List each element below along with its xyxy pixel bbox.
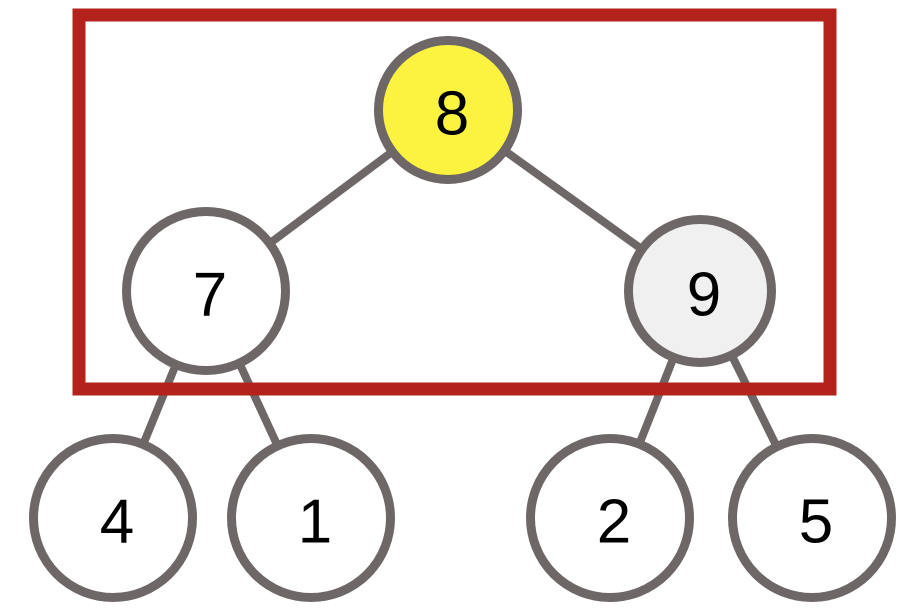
node-9-label: 9 <box>687 261 721 330</box>
node-5-label: 5 <box>799 488 833 557</box>
node-2[interactable]: 2 <box>526 434 694 602</box>
node-5-circle[interactable] <box>728 434 896 602</box>
node-9[interactable]: 9 <box>624 215 776 367</box>
node-group: 4 1 2 5 7 9 8 <box>29 36 896 602</box>
node-4[interactable]: 4 <box>29 434 197 602</box>
node-7-label: 7 <box>193 261 227 330</box>
node-2-label: 2 <box>597 488 631 557</box>
node-4-circle[interactable] <box>29 434 197 602</box>
node-8-label: 8 <box>435 80 469 149</box>
node-8-root[interactable]: 8 <box>374 36 522 184</box>
node-7-circle[interactable] <box>122 207 290 375</box>
node-1[interactable]: 1 <box>227 434 395 602</box>
node-1-label: 1 <box>298 488 332 557</box>
node-8-circle[interactable] <box>374 36 522 184</box>
highlight-selection-rect[interactable] <box>72 8 837 396</box>
node-1-circle[interactable] <box>227 434 395 602</box>
node-5[interactable]: 5 <box>728 434 896 602</box>
node-7[interactable]: 7 <box>122 207 290 375</box>
node-9-circle[interactable] <box>624 215 776 367</box>
node-2-circle[interactable] <box>526 434 694 602</box>
node-4-label: 4 <box>100 488 134 557</box>
